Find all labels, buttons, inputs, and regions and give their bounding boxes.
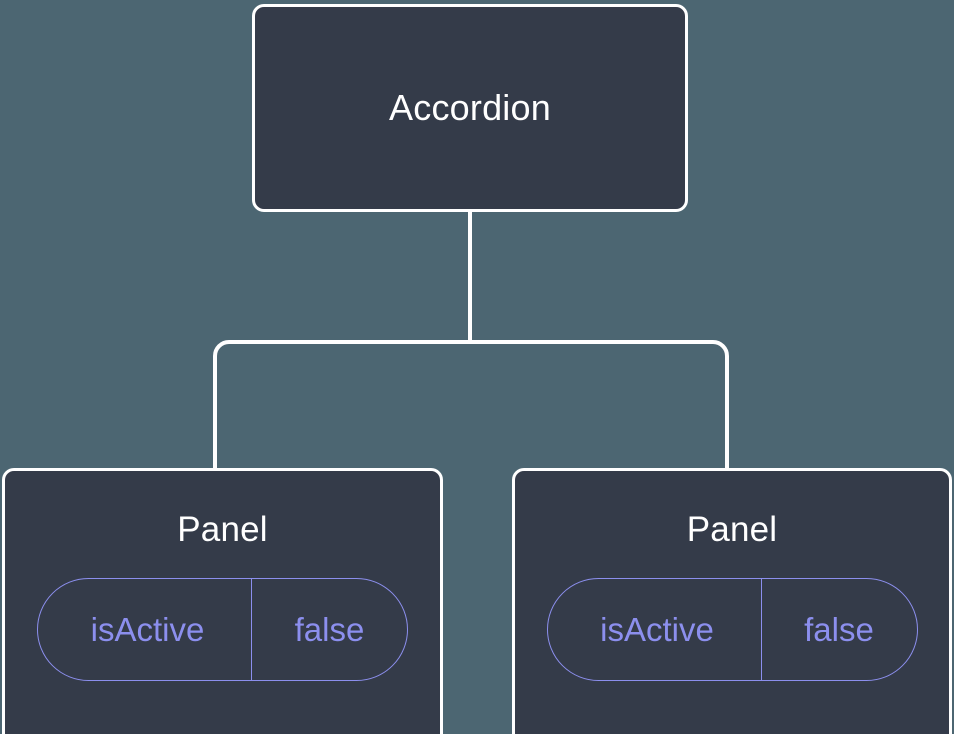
node-title-panel-left: Panel (177, 510, 268, 549)
node-title-accordion: Accordion (389, 87, 551, 129)
edge-to-panel-left (213, 340, 470, 470)
node-panel-right[interactable]: Panel isActive false (512, 468, 952, 734)
prop-badge-key-left: isActive (38, 578, 252, 680)
prop-badge-value-left: false (294, 610, 365, 648)
edge-to-panel-right (470, 340, 729, 470)
node-panel-left[interactable]: Panel isActive false (2, 468, 443, 734)
node-accordion[interactable]: Accordion (252, 4, 688, 212)
node-title-panel-right: Panel (686, 510, 778, 549)
prop-badge-value-right: false (804, 610, 874, 648)
prop-badge-isactive-left[interactable]: isActive false (37, 577, 408, 681)
prop-badge-isactive-right[interactable]: isActive false (546, 577, 918, 681)
prop-badge-key-right: isActive (548, 578, 762, 680)
